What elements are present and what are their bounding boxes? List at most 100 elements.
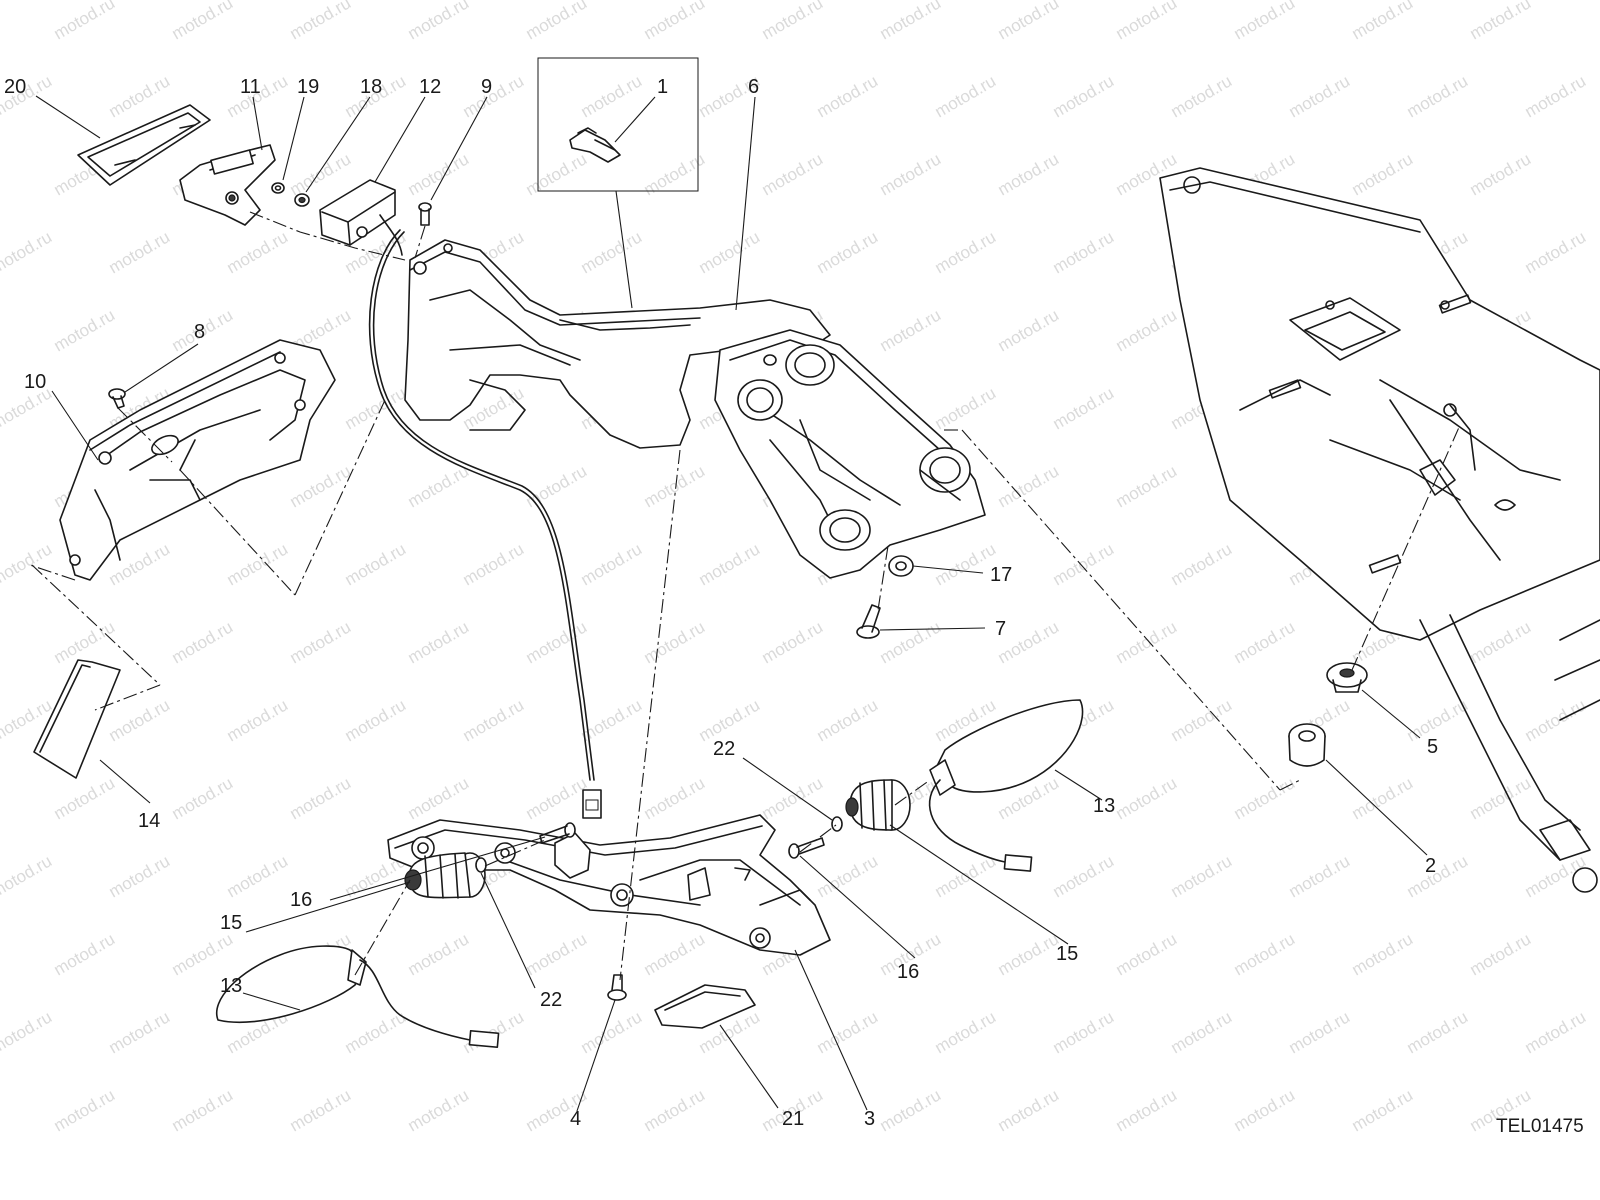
watermark-text: motod.ru	[759, 773, 827, 823]
watermark-text: motod.ru	[1404, 71, 1472, 121]
watermark-text: motod.ru	[287, 149, 355, 199]
watermark-text: motod.ru	[460, 695, 528, 745]
watermark-text: motod.ru	[1522, 851, 1590, 901]
watermark-text: motod.ru	[1467, 617, 1535, 667]
watermark-text: motod.ru	[1168, 71, 1236, 121]
callout-9: 9	[481, 76, 492, 98]
watermark-text: motod.ru	[51, 617, 119, 667]
watermark-text: motod.ru	[1050, 227, 1118, 277]
main-bracket	[404, 239, 986, 579]
watermark-text: motod.ru	[1467, 149, 1535, 199]
callout-14: 14	[138, 810, 160, 832]
watermark-text: motod.ru	[106, 695, 174, 745]
screw-4	[607, 974, 627, 1001]
watermark-text: motod.ru	[1113, 1085, 1181, 1135]
callout-13-left: 13	[220, 975, 242, 997]
watermark-text: motod.ru	[1286, 851, 1354, 901]
watermark-text: motod.ru	[814, 227, 882, 277]
watermark-text: motod.ru	[759, 0, 827, 43]
watermark-text: motod.ru	[1113, 0, 1181, 43]
watermark-text: motod.ru	[877, 1085, 945, 1135]
turn-signal-left	[215, 945, 500, 1048]
watermark-text: motod.ru	[0, 227, 55, 277]
watermark-text: motod.ru	[1522, 695, 1590, 745]
watermark-text: motod.ru	[224, 539, 292, 589]
turn-signal-right	[928, 699, 1084, 872]
watermark-text: motod.ru	[1168, 851, 1236, 901]
watermark-text: motod.ru	[759, 617, 827, 667]
watermark-text: motod.ru	[342, 383, 410, 433]
watermark-text: motod.ru	[995, 461, 1063, 511]
watermark-text: motod.ru	[169, 773, 237, 823]
watermark-text: motod.ru	[877, 617, 945, 667]
watermark-text: motod.ru	[51, 773, 119, 823]
watermark-text: motod.ru	[1168, 539, 1236, 589]
watermark-text: motod.ru	[578, 695, 646, 745]
watermark-text: motod.ru	[1522, 1007, 1590, 1057]
watermark-text: motod.ru	[0, 1007, 55, 1057]
subframe-drawing	[1159, 167, 1600, 893]
grommet-2	[1288, 723, 1326, 767]
alignment-lines	[29, 211, 1461, 981]
inset-detail-box	[537, 57, 699, 192]
watermark-text: motod.ru	[405, 0, 473, 43]
watermark-text: motod.ru	[932, 71, 1000, 121]
watermark-text: motod.ru	[287, 773, 355, 823]
watermark-text: motod.ru	[51, 0, 119, 43]
watermark-text: motod.ru	[1467, 0, 1535, 43]
watermark-text: motod.ru	[641, 773, 709, 823]
grommet-5	[1326, 662, 1368, 693]
watermark-text: motod.ru	[1231, 929, 1299, 979]
watermark-text: motod.ru	[877, 305, 945, 355]
watermark-text: motod.ru	[1522, 71, 1590, 121]
watermark-text: motod.ru	[641, 929, 709, 979]
watermark-text: motod.ru	[578, 71, 646, 121]
watermark-text: motod.ru	[1113, 929, 1181, 979]
watermark-text: motod.ru	[759, 149, 827, 199]
watermark-text: motod.ru	[0, 851, 55, 901]
watermark-text: motod.ru	[342, 695, 410, 745]
watermark-text: motod.ru	[1168, 1007, 1236, 1057]
watermark-text: motod.ru	[1467, 929, 1535, 979]
watermark-text: motod.ru	[932, 539, 1000, 589]
watermark-text: motod.ru	[287, 617, 355, 667]
watermark-text: motod.ru	[1522, 227, 1590, 277]
watermark-text: motod.ru	[995, 929, 1063, 979]
watermark-text: motod.ru	[51, 1085, 119, 1135]
washer-22-left	[475, 857, 487, 873]
drawing-code: TEL01475	[1496, 1116, 1584, 1137]
watermark-text: motod.ru	[1231, 0, 1299, 43]
watermark-text: motod.ru	[814, 71, 882, 121]
callout-19: 19	[297, 76, 319, 98]
callout-15-left: 15	[220, 912, 242, 934]
watermark-text: motod.ru	[405, 461, 473, 511]
watermark-text: motod.ru	[106, 71, 174, 121]
wiring-harness	[368, 229, 602, 819]
watermark-text: motod.ru	[523, 929, 591, 979]
plate-holder-bracket	[59, 339, 336, 581]
watermark-text: motod.ru	[1349, 1085, 1417, 1135]
callout-5: 5	[1427, 736, 1438, 758]
nut-18	[294, 193, 310, 207]
watermark-text: motod.ru	[523, 773, 591, 823]
watermark-text: motod.ru	[405, 929, 473, 979]
watermark-text: motod.ru	[1050, 71, 1118, 121]
watermark-text: motod.ru	[169, 0, 237, 43]
watermark-text: motod.ru	[523, 149, 591, 199]
watermark-text: motod.ru	[641, 0, 709, 43]
callout-22-upper: 22	[713, 738, 735, 760]
watermark-text: motod.ru	[523, 461, 591, 511]
watermark-text: motod.ru	[1404, 851, 1472, 901]
screw-16-right	[788, 837, 825, 859]
watermark-text: motod.ru	[1050, 539, 1118, 589]
screw-8	[108, 388, 126, 409]
watermark-text: motod.ru	[51, 929, 119, 979]
watermark-text: motod.ru	[169, 929, 237, 979]
watermark-text: motod.ru	[995, 1085, 1063, 1135]
washer-19	[271, 182, 285, 194]
watermark-text: motod.ru	[1113, 617, 1181, 667]
watermark-text: motod.ru	[1286, 71, 1354, 121]
watermark-text: motod.ru	[169, 1085, 237, 1135]
watermark-text: motod.ru	[405, 1085, 473, 1135]
watermark-text: motod.ru	[405, 617, 473, 667]
